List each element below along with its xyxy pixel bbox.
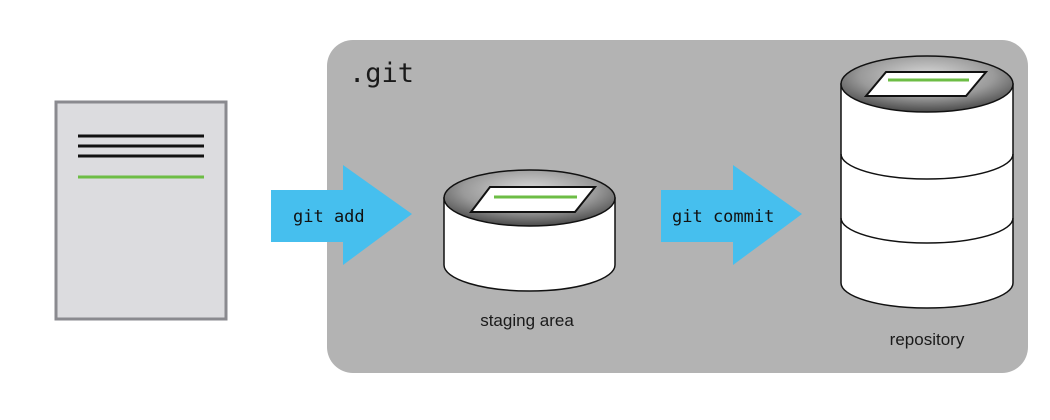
git-commit-label: git commit bbox=[672, 207, 774, 227]
committed-file-icon bbox=[863, 71, 989, 97]
git-directory-label: .git bbox=[349, 58, 414, 89]
staging-area-cylinder bbox=[443, 169, 616, 292]
working-file-document bbox=[54, 100, 228, 321]
staged-file-icon bbox=[468, 186, 598, 213]
git-add-label: git add bbox=[293, 207, 365, 227]
git-commit-arrow: git commit bbox=[661, 165, 802, 265]
repository-cylinder bbox=[840, 55, 1014, 309]
repository-label: repository bbox=[890, 330, 965, 349]
staging-area-label: staging area bbox=[480, 311, 574, 330]
repository-band bbox=[840, 153, 1014, 180]
git-add-arrow: git add bbox=[271, 165, 412, 265]
repository-band bbox=[840, 217, 1014, 244]
